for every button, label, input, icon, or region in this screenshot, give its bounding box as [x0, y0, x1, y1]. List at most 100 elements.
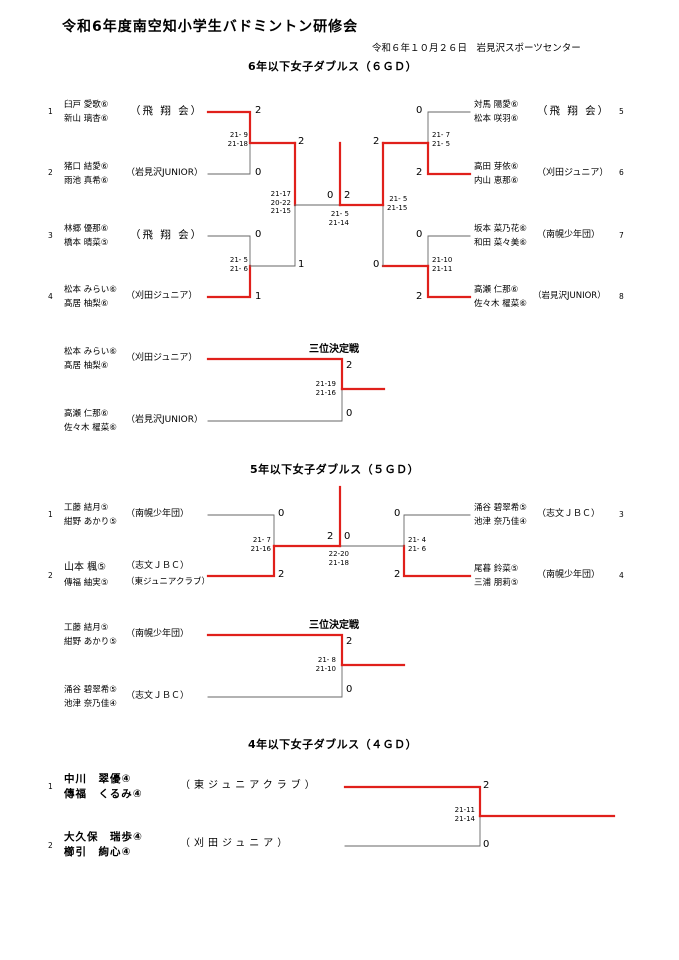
- game-scores: 21- 4 21- 6: [408, 536, 426, 553]
- third-place-title: 三位決定戦: [309, 620, 359, 631]
- seed-number: 1: [48, 782, 53, 791]
- player-name: 髙居 柚梨⑥: [64, 299, 109, 309]
- player-name: 佐々木 櫂菜⑥: [474, 299, 527, 309]
- bracket-line: [426, 264, 472, 299]
- bracket-line: [206, 357, 344, 391]
- game-scores: 21- 7 21- 5: [432, 131, 450, 148]
- match-result: 0: [346, 684, 353, 695]
- player-name: 紺野 あかり⑤: [64, 637, 117, 647]
- seed-number: 6: [619, 168, 624, 177]
- bracket-line: [427, 111, 471, 144]
- bracket-line: [206, 264, 252, 299]
- game-score: 21-11: [454, 806, 475, 814]
- club-name: （刈田ジュニア）: [126, 353, 198, 363]
- final-result-right: 2: [344, 190, 351, 201]
- player-name: 雨池 真希⑥: [64, 176, 109, 186]
- game-score: 21-11: [432, 264, 453, 273]
- player-name: 山本 楓⑤: [64, 562, 107, 573]
- player-name: 工藤 結月⑤: [64, 623, 109, 633]
- game-score: 21- 5: [389, 195, 408, 203]
- game-score: 21- 4: [408, 536, 427, 544]
- game-scores: 21-10 21-11: [432, 256, 452, 273]
- match-result: 2: [346, 360, 353, 371]
- bracket-line: [427, 235, 471, 267]
- game-score: 21-15: [270, 207, 291, 215]
- seed-number: 7: [619, 231, 624, 240]
- match-result: 0: [278, 508, 285, 519]
- bracket-line: [206, 110, 252, 143]
- match-result: 2: [298, 136, 305, 147]
- game-score: 21-16: [315, 388, 336, 397]
- seed-number: 2: [48, 168, 53, 177]
- match-result: 2: [373, 136, 380, 147]
- club-name: （岩見沢JUNIOR）: [533, 291, 606, 301]
- seed-number: 5: [619, 107, 624, 116]
- match-result: 2: [255, 105, 262, 116]
- match-result: 2: [483, 780, 490, 791]
- seed-number: 3: [619, 510, 624, 519]
- match-result: 2: [394, 569, 401, 580]
- club-name: （飛 翔 会）: [130, 105, 204, 117]
- bracket-line: [343, 785, 482, 818]
- player-name: 松本 みらい⑥: [64, 285, 117, 295]
- club-name: （志文ＪＢＣ）: [126, 561, 190, 571]
- game-score: 21- 9: [229, 131, 248, 139]
- club-name: （南幌少年団）: [537, 230, 601, 240]
- game-score: 21- 5: [330, 210, 349, 218]
- club-name: （志文ＪＢＣ）: [126, 691, 190, 701]
- bracket-line: [207, 235, 251, 267]
- player-name: 対馬 陽愛⑥: [474, 100, 519, 110]
- player-name: 高瀬 仁那⑥: [64, 409, 109, 419]
- match-result: 2: [278, 569, 285, 580]
- match-result: 0: [394, 508, 401, 519]
- club-name: （刈田ジュニア）: [126, 291, 198, 301]
- game-score: 21-10: [315, 664, 336, 673]
- player-name: 和田 菜々美⑥: [474, 238, 527, 248]
- seed-number: 2: [48, 571, 53, 580]
- game-score: 21- 5: [432, 139, 451, 148]
- bracket-line: [206, 544, 276, 578]
- final-result-left: 0: [327, 190, 334, 201]
- match-result: 0: [346, 408, 353, 419]
- player-name: 工藤 結月⑤: [64, 503, 109, 513]
- third-place-title: 三位決定戦: [309, 344, 359, 355]
- club-name: （岩見沢JUNIOR）: [126, 168, 203, 178]
- club-name: （飛 翔 会）: [130, 229, 204, 241]
- bracket-line: [207, 664, 343, 698]
- club-name: （刈田ジュニア）: [180, 838, 292, 849]
- bracket-line: [207, 514, 275, 547]
- game-score: 21- 7: [432, 131, 451, 139]
- bracket-line: [402, 544, 472, 578]
- game-score: 21- 8: [317, 656, 336, 664]
- player-name: 傳福 くるみ④: [64, 788, 143, 800]
- seed-number: 1: [48, 107, 53, 116]
- player-name: 臼戸 愛歌⑥: [64, 100, 109, 110]
- game-score: 21-15: [387, 203, 408, 212]
- game-scores: 21- 8 21-10: [316, 656, 336, 673]
- game-score: 21-17: [270, 190, 291, 198]
- player-name: 紺野 あかり⑤: [64, 517, 117, 527]
- player-name: 坂本 菜乃花⑥: [474, 224, 527, 234]
- game-score: 21- 6: [408, 544, 427, 553]
- player-name: 松本 咲羽⑥: [474, 114, 519, 124]
- final-result-left: 2: [327, 531, 334, 542]
- player-name: 池津 奈乃佳④: [64, 699, 117, 709]
- seed-number: 2: [48, 841, 53, 850]
- game-scores: 21- 5 21-14: [329, 210, 349, 227]
- match-result: 0: [416, 105, 423, 116]
- game-score: 21- 6: [229, 264, 248, 273]
- game-scores: 22-20 21-18: [329, 550, 349, 567]
- bracket-line: [403, 514, 471, 547]
- player-name: 涌谷 碧翠希⑤: [474, 503, 527, 513]
- player-name: 中川 翠優④: [64, 773, 132, 785]
- player-name: 尾暮 鈴菜⑤: [474, 564, 519, 574]
- player-name: 高田 芽依⑥: [474, 162, 519, 172]
- club-name: （飛 翔 会）: [537, 105, 611, 117]
- club-name: （刈田ジュニア）: [537, 168, 609, 178]
- match-result: 1: [255, 291, 262, 302]
- seed-number: 4: [619, 571, 624, 580]
- player-name: 新山 璃杏⑥: [64, 114, 109, 124]
- player-name: 櫛引 絢心④: [64, 846, 132, 858]
- game-scores: 21- 5 21- 6: [230, 256, 248, 273]
